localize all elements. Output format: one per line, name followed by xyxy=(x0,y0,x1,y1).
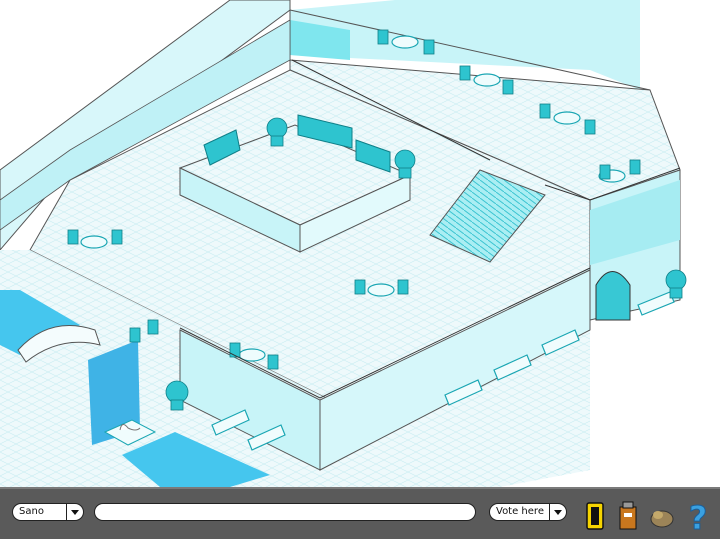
bridge[interactable] xyxy=(17,325,101,363)
arch-doorway[interactable] xyxy=(595,271,631,321)
catalog-icon[interactable] xyxy=(648,499,676,533)
vote-select[interactable]: Vote here xyxy=(489,503,567,521)
navigator-icon[interactable] xyxy=(614,499,642,533)
svg-text:?: ? xyxy=(689,499,708,533)
back-wall-top xyxy=(290,0,640,90)
bench[interactable] xyxy=(211,291,675,451)
display-cabinet[interactable] xyxy=(203,114,391,173)
user-select-label: Sano xyxy=(19,506,44,517)
right-wall xyxy=(640,0,720,160)
railing xyxy=(544,167,681,201)
cafe-chair[interactable] xyxy=(67,29,641,370)
hand-icon[interactable] xyxy=(582,499,610,533)
waterfall xyxy=(88,340,140,445)
bottom-toolbar: Sano Vote here ? xyxy=(0,487,720,539)
chevron-down-icon[interactable] xyxy=(549,504,566,520)
room-scene[interactable] xyxy=(0,0,720,487)
chevron-down-icon[interactable] xyxy=(66,504,83,520)
chat-input[interactable] xyxy=(94,503,476,521)
back-wall-band xyxy=(290,20,350,60)
railing xyxy=(291,59,491,161)
railing xyxy=(179,267,591,399)
balcony-wall-front xyxy=(319,269,591,471)
tower-wall-band xyxy=(590,180,680,265)
help-icon[interactable]: ? xyxy=(684,499,712,533)
user-select[interactable]: Sano xyxy=(12,503,84,521)
left-wall-band xyxy=(0,19,291,231)
left-pool xyxy=(0,290,80,355)
vote-select-label: Vote here xyxy=(496,506,544,517)
stage-front-right xyxy=(299,174,411,253)
stairs[interactable] xyxy=(429,169,546,263)
bottom-pool xyxy=(122,432,270,487)
swan-icon xyxy=(119,424,141,431)
potted-plant xyxy=(165,117,687,411)
